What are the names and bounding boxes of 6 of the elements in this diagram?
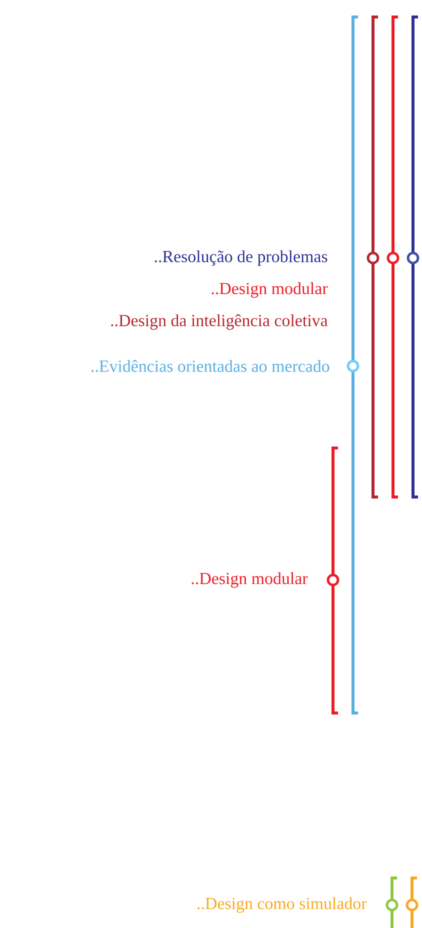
timeline-label: ..Evidências orientadas ao mercado [92, 360, 330, 372]
timeline-label: ..Design da inteligência coletiva [111, 314, 328, 330]
timeline-label: ..Design modular [192, 572, 308, 588]
timeline-label: ..Design como simulador [198, 897, 367, 913]
timeline-label: ..Design modular [212, 282, 328, 298]
timeline-label: ..Resolução de problemas [154, 250, 328, 266]
